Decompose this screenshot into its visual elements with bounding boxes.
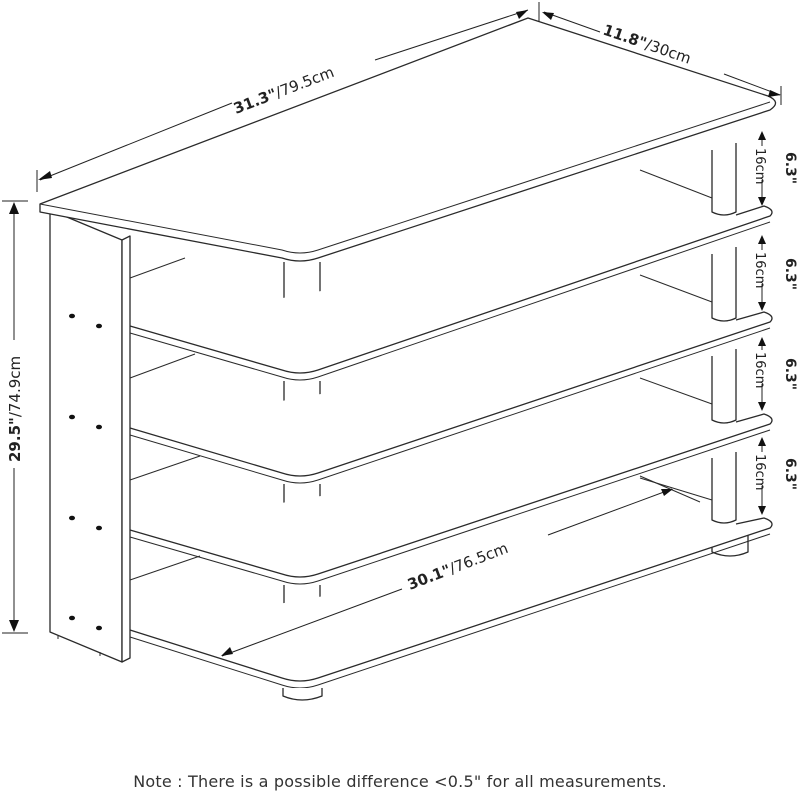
shelves [39,17,777,701]
dimension-shelf-gaps: 16cm 6.3" 16cm 6.3" 16cm 6.3" 16cm 6.3" [752,131,798,515]
measurement-note: Note : There is a possible difference <0… [133,772,667,791]
gap-4-inch: 6.3" [782,458,798,490]
dimension-height: 29.5"/74.9cm [2,200,28,634]
shelf-3 [129,311,773,484]
gap-3-cm: 16cm [752,352,767,388]
height-inch: 29.5" [6,417,24,462]
svg-text:29.5"/74.9cm: 29.5"/74.9cm [6,356,24,462]
height-cm: /74.9cm [6,356,24,417]
shelf-gap-4: 16cm 6.3" [752,437,798,515]
gap-4-cm: 16cm [752,454,767,490]
top-shelf [39,17,777,262]
width-top-inch: 31.3" [231,85,279,118]
front-foot [282,688,323,701]
shelf-4 [129,413,773,585]
shelf-gap-2: 16cm 6.3" [752,235,798,311]
left-side-panel [49,209,131,663]
back-rails [129,169,713,581]
shelf-gap-3: 16cm 6.3" [752,337,798,411]
gap-1-inch: 6.3" [782,152,798,184]
shelf-2 [129,205,773,381]
gap-2-inch: 6.3" [782,258,798,290]
gap-1-cm: 16cm [752,148,767,184]
gap-2-cm: 16cm [752,252,767,288]
dowel-holes [69,313,102,631]
gap-3-inch: 6.3" [782,358,798,390]
shelf-gap-1: 16cm 6.3" [752,131,798,206]
back-right-legs [711,143,749,557]
